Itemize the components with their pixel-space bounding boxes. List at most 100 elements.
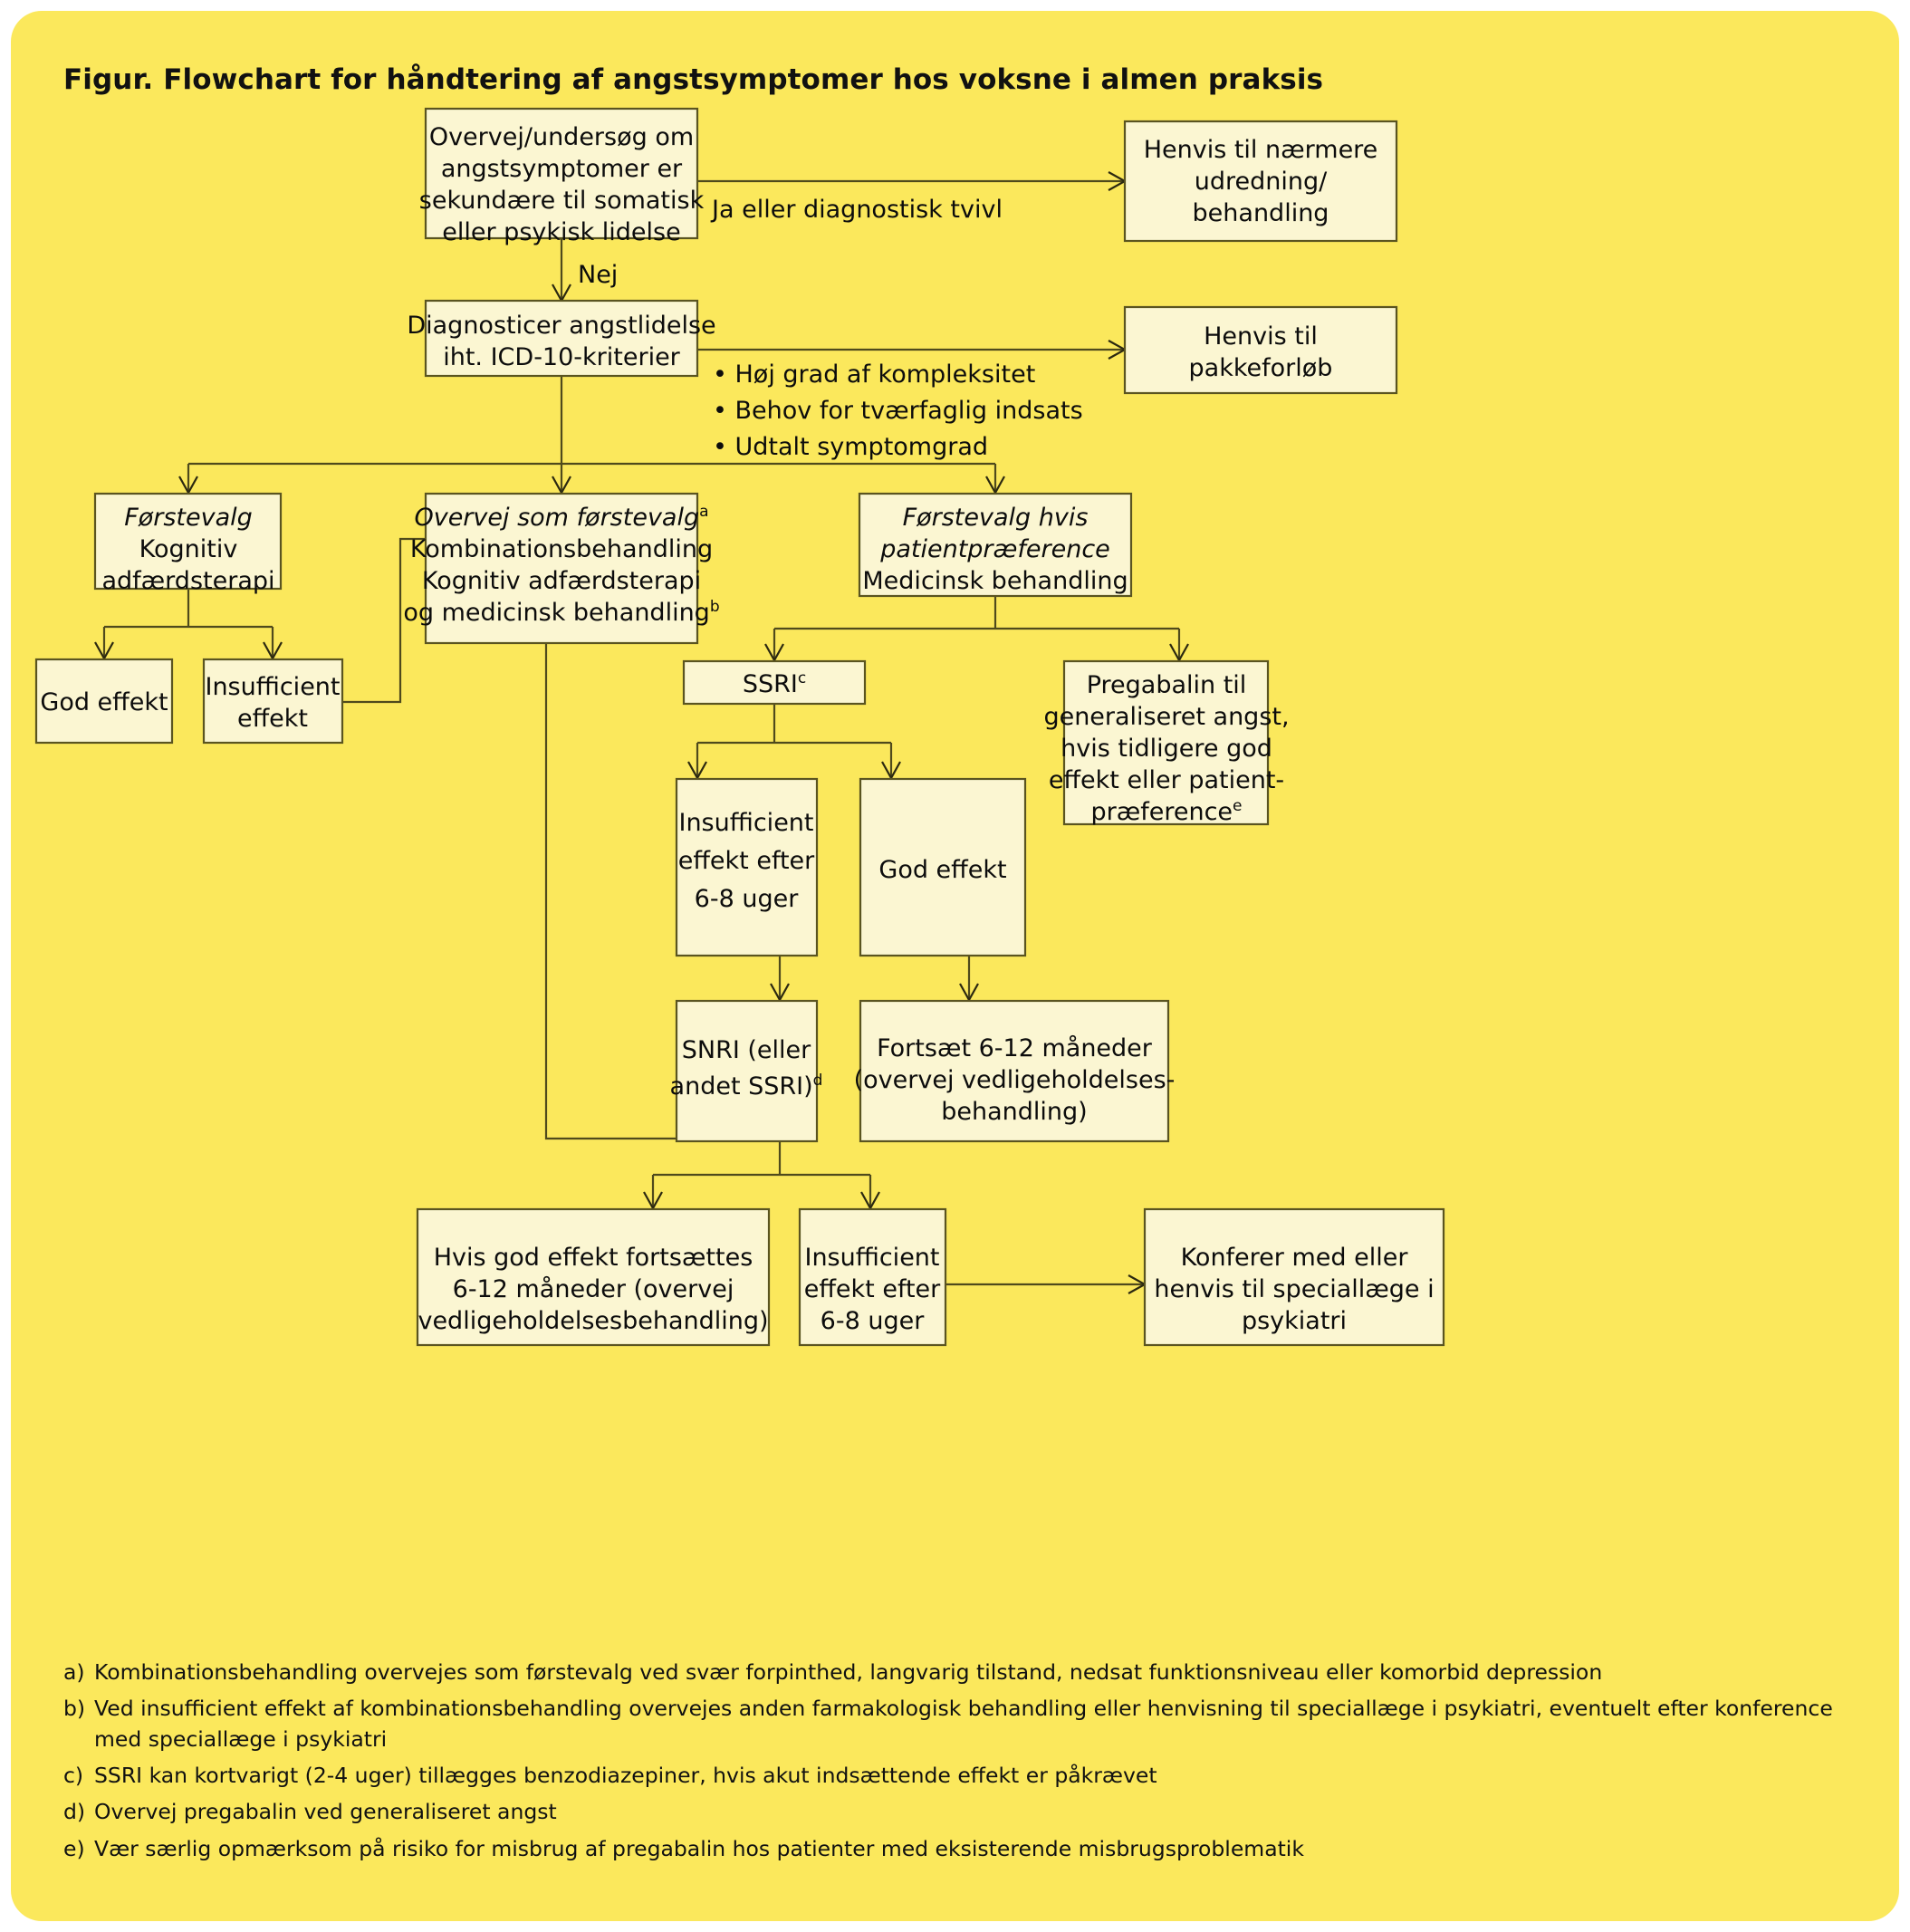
footnote-b: b) Ved insufficient effekt af kombinatio… (63, 1694, 1848, 1754)
node-ssri-good[interactable]: God effekt (859, 777, 1027, 957)
node-diagnose-line-1: iht. ICD-10-kriterier (443, 343, 680, 371)
node-refer-package-box[interactable] (1123, 305, 1398, 395)
node-ssri-line-0: SSRIc (743, 669, 806, 698)
footnote-b-text: Ved insufficient effekt af kombinationsb… (94, 1696, 1833, 1752)
node-refer-package-line-0: Henvis til (1204, 322, 1318, 351)
node-medical-line-1: patientpræference (879, 535, 1110, 563)
criteria-bullet-list: • Høj grad af kompleksitet • Behov for t… (713, 360, 1083, 461)
node-snri-insufficient-line-1: effekt efter (804, 1275, 941, 1303)
node-refer-package[interactable]: Henvis til pakkeforløb (1123, 305, 1398, 395)
node-continue-6-12-line-0: Fortsæt 6-12 måneder (877, 1034, 1153, 1062)
node-cbt-insufficient-line-1: effekt (237, 705, 308, 733)
node-ssri-insufficient-line-2: 6-8 uger (695, 885, 800, 913)
node-refer-workup-line-0: Henvis til nærmere (1144, 136, 1378, 164)
node-snri-good-line-1: 6-12 måneder (overvej (453, 1275, 734, 1303)
node-assess-line-1: angstsymptomer er (441, 155, 683, 183)
figure-card: Figur. Flowchart for håndtering af angst… (11, 11, 1899, 1921)
node-ssri[interactable]: SSRIc (682, 659, 867, 706)
node-snri-insufficient-line-2: 6-8 uger (821, 1307, 926, 1335)
node-cbt-insufficient[interactable]: Insufficient effekt (202, 658, 344, 745)
footnote-c: c) SSRI kan kortvarigt (2-4 uger) tillæg… (63, 1761, 1848, 1791)
footnotes-list: a) Kombinationsbehandling overvejes som … (63, 1658, 1848, 1870)
node-diagnose[interactable]: Diagnosticer angstlidelse iht. ICD-10-kr… (407, 299, 716, 378)
node-refer-workup-box[interactable] (1123, 120, 1398, 243)
node-pregabalin[interactable]: Pregabalin til generaliseret angst, hvis… (1043, 659, 1290, 826)
node-refer-workup-line-1: udredning/ (1195, 168, 1328, 196)
footnote-d-text: Overvej pregabalin ved generaliseret ang… (94, 1799, 557, 1825)
node-combination[interactable]: Overvej som førstevalga Kombinationsbeha… (403, 492, 720, 645)
node-cbt-line-1: Kognitiv (139, 535, 238, 563)
node-combination-line-0: Overvej som førstevalga (414, 503, 708, 532)
node-cbt-line-0: Førstevalg (124, 504, 253, 532)
node-continue-6-12-line-1: (overvej vedligeholdelses- (854, 1066, 1176, 1094)
node-assess-line-3: eller psykisk lidelse (442, 218, 680, 246)
node-ssri-insufficient-line-1: effekt efter (678, 847, 815, 875)
node-medical-box[interactable] (858, 492, 1133, 598)
node-specialist[interactable]: Konferer med eller henvis til speciallæg… (1143, 1207, 1445, 1347)
node-snri-box[interactable] (675, 999, 819, 1143)
footnote-a-text: Kombinationsbehandling overvejes som før… (94, 1659, 1603, 1685)
node-pregabalin-line-1: generaliseret angst, (1043, 703, 1289, 731)
node-specialist-line-2: psykiatri (1242, 1307, 1347, 1335)
node-specialist-line-0: Konferer med eller (1181, 1244, 1409, 1272)
node-snri-good-box[interactable] (416, 1207, 771, 1347)
node-medical-line-2: Medicinsk behandling (862, 567, 1128, 595)
node-snri-insufficient-box[interactable] (798, 1207, 947, 1347)
footnote-a-marker: a) (63, 1659, 85, 1685)
node-continue-6-12-line-2: behandling) (941, 1098, 1087, 1126)
page-title: Figur. Flowchart for håndtering af angst… (63, 63, 1324, 96)
node-assess-line-0: Overvej/undersøg om (429, 123, 694, 151)
node-refer-package-line-1: pakkeforløb (1189, 354, 1333, 382)
node-pregabalin-line-4: præferencee (1090, 797, 1242, 826)
edge-label-yes-or-doubt: Ja eller diagnostisk tvivl (710, 196, 1003, 224)
footnote-b-marker: b) (63, 1696, 86, 1722)
node-pregabalin-line-3: effekt eller patient- (1049, 766, 1284, 794)
node-ssri-box[interactable] (682, 659, 867, 706)
criteria-bullet-0: • Høj grad af kompleksitet (713, 360, 1035, 389)
node-ssri-insufficient[interactable]: Insufficient effekt efter 6-8 uger (675, 777, 819, 957)
footnote-c-text: SSRI kan kortvarigt (2-4 uger) tillægges… (94, 1763, 1157, 1789)
node-ssri-good-box[interactable] (859, 777, 1027, 957)
node-assess[interactable]: Overvej/undersøg om angstsymptomer er se… (419, 107, 705, 246)
node-combination-line-3: og medicinsk behandlingb (403, 598, 719, 627)
node-medical[interactable]: Førstevalg hvis patientpræference Medici… (858, 492, 1133, 598)
node-specialist-box[interactable] (1143, 1207, 1445, 1347)
node-cbt-good[interactable]: God effekt (34, 658, 174, 745)
node-snri[interactable]: SNRI (eller andet SSRI)d (670, 999, 823, 1143)
node-snri-good-line-0: Hvis god effekt fortsættes (434, 1244, 753, 1272)
footnote-d: d) Overvej pregabalin ved generaliseret … (63, 1797, 1848, 1827)
node-ssri-insufficient-line-0: Insufficient (678, 809, 813, 837)
node-continue-6-12-box[interactable] (859, 999, 1170, 1143)
node-pregabalin-line-2: hvis tidligere god (1061, 735, 1272, 763)
footnote-d-marker: d) (63, 1799, 86, 1825)
node-combination-box[interactable] (424, 492, 699, 645)
footnote-a: a) Kombinationsbehandling overvejes som … (63, 1658, 1848, 1687)
node-snri-insufficient[interactable]: Insufficient effekt efter 6-8 uger (798, 1207, 947, 1347)
node-cbt-box[interactable] (93, 492, 283, 591)
node-pregabalin-box[interactable] (1062, 659, 1270, 826)
footnote-e-marker: e) (63, 1835, 85, 1861)
node-refer-workup[interactable]: Henvis til nærmere udredning/ behandling (1123, 120, 1398, 243)
node-refer-workup-line-2: behandling (1193, 199, 1329, 227)
node-continue-6-12[interactable]: Fortsæt 6-12 måneder (overvej vedligehol… (854, 999, 1176, 1143)
node-cbt-line-2: adfærdsterapi (101, 567, 274, 595)
node-cbt[interactable]: Førstevalg Kognitiv adfærdsterapi (93, 492, 283, 595)
node-snri-good-line-2: vedligeholdelsesbehandling) (418, 1307, 768, 1335)
node-snri-good[interactable]: Hvis god effekt fortsættes 6-12 måneder … (416, 1207, 771, 1347)
criteria-bullet-2: • Udtalt symptomgrad (713, 433, 988, 461)
node-ssri-insufficient-box[interactable] (675, 777, 819, 957)
flowchart-diagram: Ja eller diagnostisk tvivl Nej • Høj gra… (34, 107, 1445, 1347)
edge-label-no: Nej (578, 261, 618, 289)
node-cbt-insufficient-box[interactable] (202, 658, 344, 745)
node-cbt-good-box[interactable] (34, 658, 174, 745)
node-combination-line-2: Kognitiv adfærdsterapi (422, 567, 701, 595)
node-ssri-good-line-0: God effekt (878, 856, 1006, 884)
node-cbt-insufficient-line-0: Insufficient (205, 673, 340, 701)
node-diagnose-box[interactable] (424, 299, 699, 378)
footnote-c-marker: c) (63, 1763, 84, 1789)
node-pregabalin-line-0: Pregabalin til (1087, 671, 1247, 699)
node-assess-box[interactable] (424, 107, 699, 240)
node-specialist-line-1: henvis til speciallæge i (1154, 1275, 1434, 1303)
node-medical-line-0: Førstevalg hvis (903, 504, 1089, 532)
node-cbt-good-line-0: God effekt (40, 688, 168, 716)
